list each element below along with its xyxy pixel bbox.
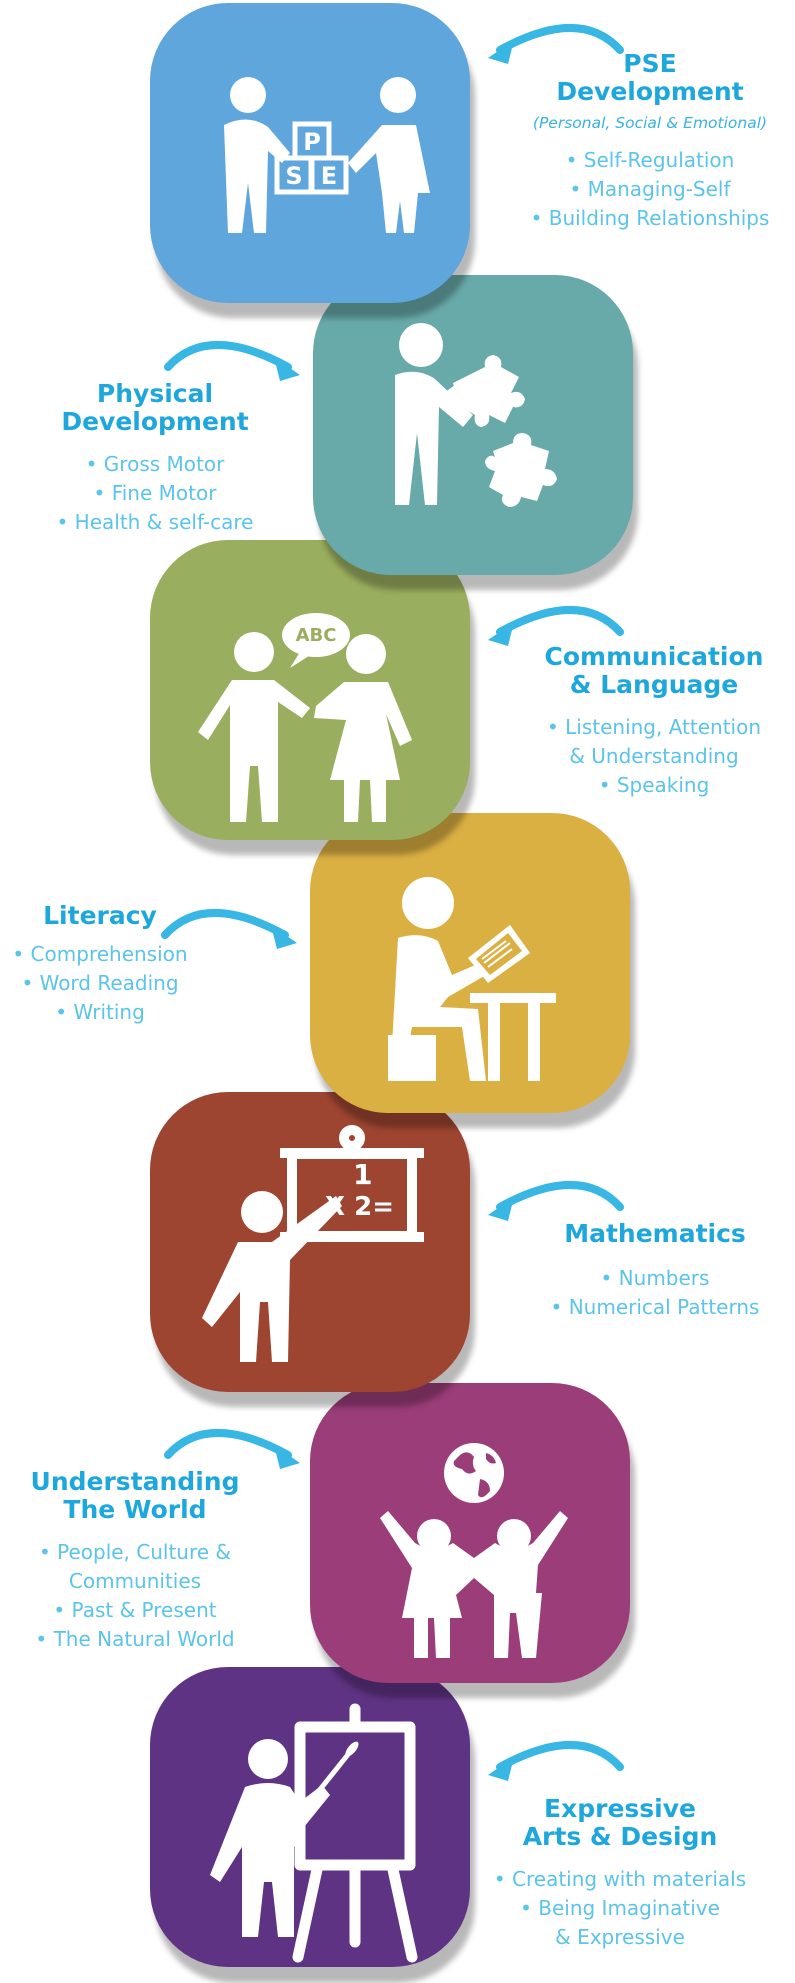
person-with-puzzle-icon bbox=[395, 323, 557, 507]
list-item: • Speaking bbox=[598, 773, 710, 797]
children-talking-icon: ABC bbox=[198, 613, 412, 822]
child-reading-icon bbox=[388, 877, 556, 1081]
list-item: Communities bbox=[68, 1569, 202, 1593]
list-item: • Past & Present bbox=[53, 1598, 217, 1622]
area-subtitle: (Personal, Social & Emotional) bbox=[532, 114, 768, 132]
arrow-icon bbox=[164, 341, 300, 381]
arrow-icon bbox=[488, 606, 624, 646]
list-item: • The Natural World bbox=[35, 1627, 235, 1651]
block-letter-p: P bbox=[303, 128, 321, 156]
mathematics-text-block: Mathematics • Numbers • Numerical Patter… bbox=[520, 1220, 790, 1322]
list-item: • Writing bbox=[55, 1000, 145, 1024]
list-item: • Building Relationships bbox=[530, 206, 770, 230]
tile-physical bbox=[313, 275, 633, 575]
tile-expressive-arts bbox=[150, 1667, 470, 1967]
tile-pse: P S E bbox=[150, 3, 470, 303]
list-item: • Numbers bbox=[600, 1266, 710, 1290]
list-item: • Gross Motor bbox=[85, 452, 225, 476]
literacy-text-block: Literacy • Comprehension • Word Reading … bbox=[0, 902, 200, 1027]
area-items: • Comprehension • Word Reading • Writing bbox=[0, 940, 200, 1027]
arrow-icon bbox=[161, 909, 297, 949]
list-item: • Health & self-care bbox=[56, 510, 254, 534]
area-items: • Creating with materials • Being Imagin… bbox=[480, 1865, 760, 1952]
area-title: Communication& Language bbox=[544, 642, 764, 699]
arrow-icon bbox=[164, 1429, 300, 1469]
teacher-blackboard-icon: 1 X 2= bbox=[202, 1125, 424, 1362]
area-items: • People, Culture & Communities • Past &… bbox=[20, 1538, 250, 1654]
tile-understanding-world bbox=[310, 1383, 630, 1683]
communication-text-block: Communication& Language • Listening, Att… bbox=[520, 643, 788, 800]
artist-easel-icon bbox=[210, 1703, 418, 1963]
list-item: • Being Imaginative bbox=[520, 1896, 720, 1920]
list-item: • Creating with materials bbox=[493, 1867, 747, 1891]
area-items: • Self-Regulation • Managing-Self • Buil… bbox=[500, 146, 795, 233]
tile-literacy bbox=[310, 813, 630, 1113]
area-title: Literacy bbox=[43, 901, 157, 930]
list-item: • Managing-Self bbox=[569, 177, 731, 201]
arrow-icon bbox=[488, 24, 624, 64]
list-item: • Fine Motor bbox=[93, 481, 217, 505]
list-item: • Numerical Patterns bbox=[550, 1295, 760, 1319]
area-items: • Gross Motor • Fine Motor • Health & se… bbox=[20, 450, 290, 537]
list-item: & Expressive bbox=[555, 1925, 685, 1949]
area-title: Mathematics bbox=[564, 1219, 746, 1248]
tile-communication: ABC bbox=[150, 540, 470, 840]
list-item: • Listening, Attention bbox=[546, 715, 762, 739]
children-with-pse-blocks-icon: P S E bbox=[224, 77, 430, 233]
speech-bubble-text: ABC bbox=[296, 625, 337, 646]
tile-mathematics: 1 X 2= bbox=[150, 1092, 470, 1392]
arrow-icon bbox=[488, 1181, 624, 1221]
block-letter-e: E bbox=[321, 162, 337, 190]
block-letter-s: S bbox=[285, 162, 302, 190]
list-item: • Self-Regulation bbox=[565, 148, 735, 172]
list-item: • People, Culture & bbox=[38, 1540, 232, 1564]
board-number-one: 1 bbox=[353, 1158, 372, 1191]
list-item: & Understanding bbox=[569, 744, 739, 768]
arrow-icon bbox=[488, 1741, 624, 1781]
children-globe-icon bbox=[380, 1443, 568, 1658]
list-item: • Comprehension bbox=[12, 942, 188, 966]
list-item: • Word Reading bbox=[21, 971, 179, 995]
area-items: • Numbers • Numerical Patterns bbox=[520, 1264, 790, 1322]
area-items: • Listening, Attention & Understanding •… bbox=[520, 713, 788, 800]
